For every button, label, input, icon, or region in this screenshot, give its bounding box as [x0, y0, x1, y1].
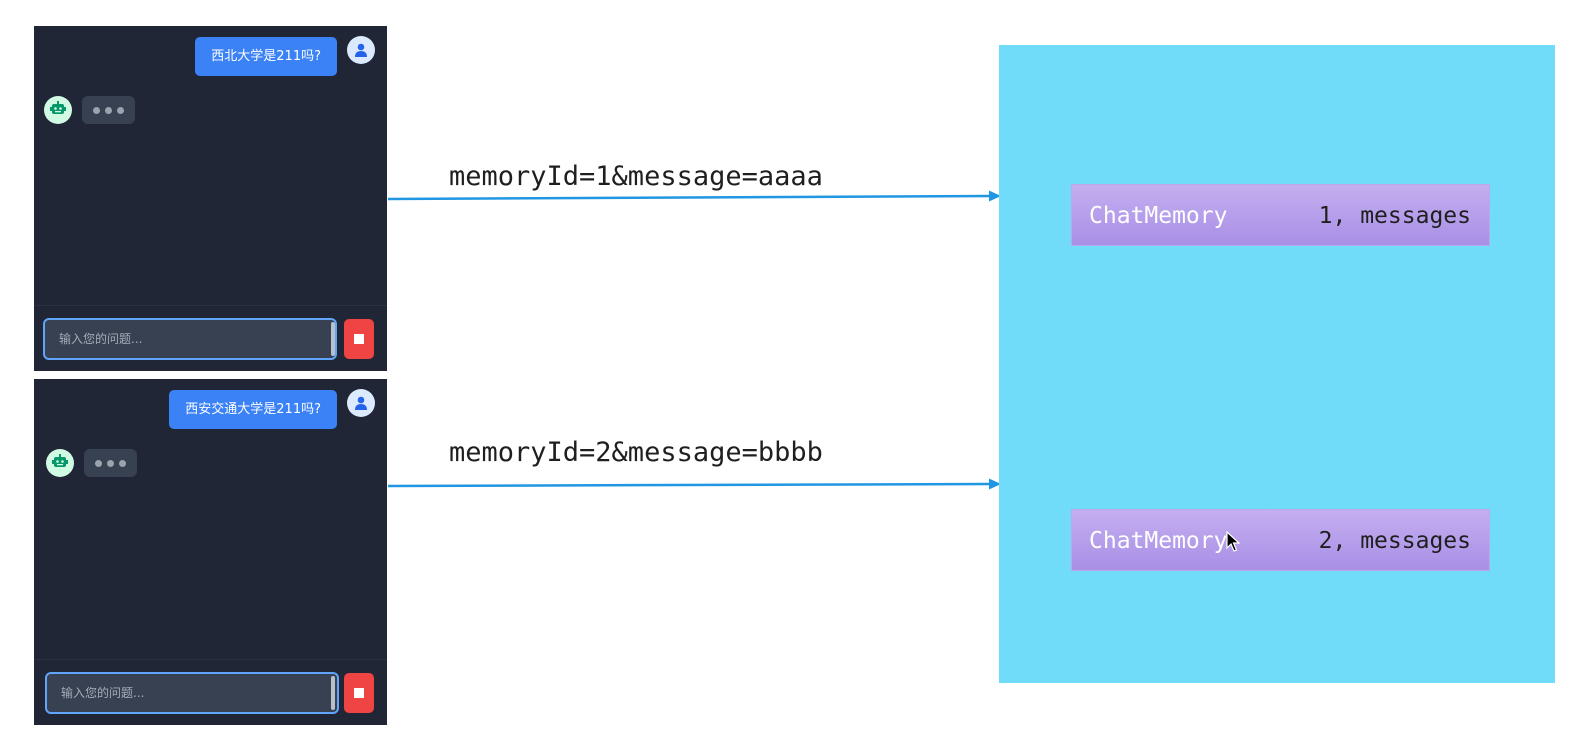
- input-scrollbar[interactable]: [331, 322, 335, 356]
- chat-memory-value: 1, messages: [1318, 203, 1471, 229]
- chat-memory-2: ChatMemory 2, messages: [1071, 509, 1490, 571]
- request-label-2: memoryId=2&message=bbbb: [449, 437, 823, 468]
- user-avatar-icon: [347, 389, 375, 417]
- chat-input-bar: [34, 305, 387, 371]
- typing-indicator: [82, 96, 135, 124]
- chat-memory-name: ChatMemory: [1089, 528, 1228, 554]
- user-avatar-icon: [347, 36, 375, 64]
- arrowhead-2: [989, 478, 1001, 490]
- chat-window-1: 西北大学是211吗?: [34, 26, 387, 371]
- robot-icon: [44, 96, 72, 124]
- robot-icon: [46, 449, 74, 477]
- user-message-bubble: 西北大学是211吗?: [195, 37, 337, 76]
- arrowhead-1: [989, 190, 1001, 202]
- chat-input-field[interactable]: [43, 318, 337, 360]
- chat-memory-value: 2, messages: [1318, 528, 1471, 554]
- chat-memory-name: ChatMemory: [1089, 203, 1228, 229]
- request-label-1: memoryId=1&message=aaaa: [449, 161, 823, 192]
- stop-button[interactable]: [344, 673, 374, 713]
- stop-button[interactable]: [344, 319, 374, 359]
- input-scrollbar[interactable]: [331, 676, 335, 710]
- user-message-bubble: 西安交通大学是211吗?: [169, 390, 337, 429]
- chat-input-bar: [34, 659, 387, 725]
- chat-input-field[interactable]: [45, 672, 339, 714]
- chat-window-2: 西安交通大学是211吗?: [34, 379, 387, 725]
- typing-indicator: [84, 449, 137, 477]
- chat-memory-1: ChatMemory 1, messages: [1071, 184, 1490, 246]
- stop-icon: [354, 688, 364, 698]
- server-memory-store: ChatMemory 1, messages ChatMemory 2, mes…: [999, 45, 1555, 683]
- mouse-cursor-icon: [1226, 531, 1240, 552]
- request-arrow-2: [387, 482, 993, 488]
- request-arrow-1: [387, 194, 993, 201]
- stop-icon: [354, 334, 364, 344]
